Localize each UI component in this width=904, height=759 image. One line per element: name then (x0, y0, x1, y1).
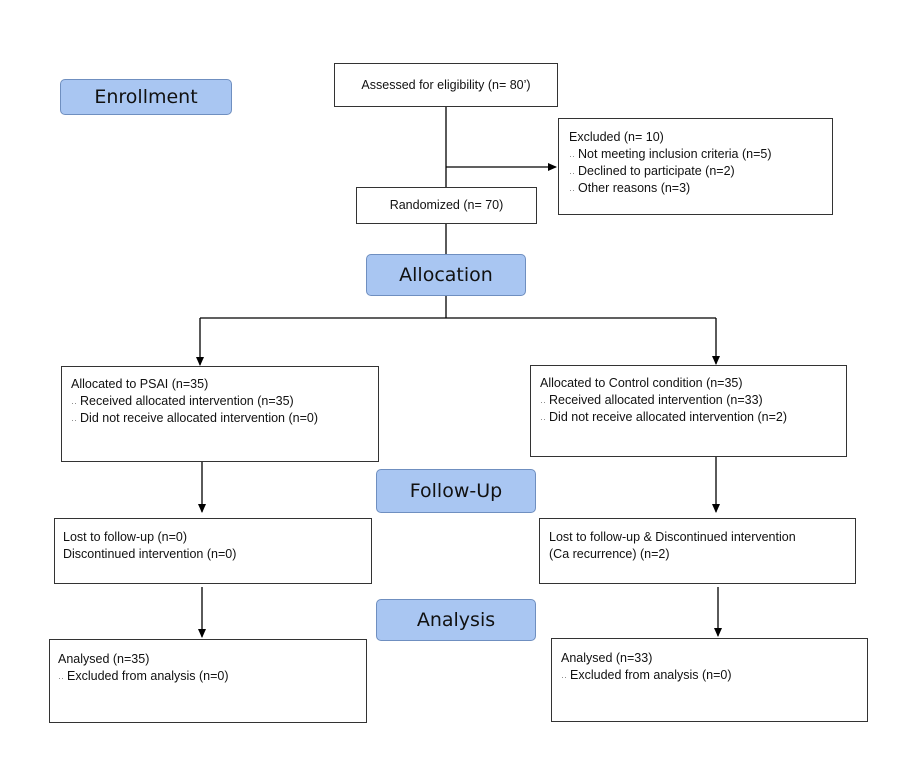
stage-allocation: Allocation (366, 254, 526, 296)
stage-enrollment: Enrollment (60, 79, 232, 115)
right-followup-box: Lost to follow-up & Discontinued interve… (539, 518, 856, 584)
right-analysis-box: Analysed (n=33) ‥Excluded from analysis … (551, 638, 868, 722)
randomized-box: Randomized (n= 70) (356, 187, 537, 224)
right-analysis-title: Analysed (n=33) (561, 651, 653, 665)
right-allocated-item: ‥Received allocated intervention (n=33) (540, 393, 763, 407)
bullet-icon: ‥ (569, 149, 576, 159)
right-followup-line: Lost to follow-up & Discontinued interve… (549, 530, 796, 544)
stage-analysis-label: Analysis (416, 609, 496, 631)
stage-allocation-label: Allocation (399, 264, 493, 286)
left-analysis-title: Analysed (n=35) (58, 652, 150, 666)
excluded-title: Excluded (n= 10) (569, 130, 664, 144)
stage-follow-up: Follow-Up (376, 469, 536, 513)
left-followup-box: Lost to follow-up (n=0) Discontinued int… (54, 518, 372, 584)
right-allocated-item: ‥Did not receive allocated intervention … (540, 410, 787, 424)
left-analysis-box: Analysed (n=35) ‥Excluded from analysis … (49, 639, 367, 723)
stage-enrollment-label: Enrollment (94, 86, 198, 108)
bullet-icon: ‥ (561, 670, 568, 680)
left-allocated-box: Allocated to PSAI (n=35) ‥Received alloc… (61, 366, 379, 462)
bullet-icon: ‥ (58, 671, 65, 681)
left-allocated-item: ‥Received allocated intervention (n=35) (71, 394, 294, 408)
right-allocated-box: Allocated to Control condition (n=35) ‥R… (530, 365, 847, 457)
left-followup-line: Lost to follow-up (n=0) (63, 530, 188, 544)
left-allocated-title: Allocated to PSAI (n=35) (71, 377, 209, 391)
right-allocated-title: Allocated to Control condition (n=35) (540, 376, 743, 390)
left-allocated-item: ‥Did not receive allocated intervention … (71, 411, 318, 425)
right-analysis-item: ‥Excluded from analysis (n=0) (561, 668, 732, 682)
bullet-icon: ‥ (71, 396, 78, 406)
excluded-box: Excluded (n= 10) ‥Not meeting inclusion … (558, 118, 833, 215)
bullet-icon: ‥ (71, 413, 78, 423)
stage-analysis: Analysis (376, 599, 536, 641)
stage-follow-up-label: Follow-Up (409, 480, 503, 502)
excluded-item: ‥Not meeting inclusion criteria (n=5) (569, 147, 772, 161)
left-followup-line: Discontinued intervention (n=0) (63, 547, 237, 561)
excluded-item: ‥Declined to participate (n=2) (569, 164, 735, 178)
assessed-box: Assessed for eligibility (n= 80’) (334, 63, 558, 107)
right-followup-line: (Ca recurrence) (n=2) (549, 547, 670, 561)
excluded-item: ‥Other reasons (n=3) (569, 181, 691, 195)
bullet-icon: ‥ (569, 166, 576, 176)
left-analysis-item: ‥Excluded from analysis (n=0) (58, 669, 229, 683)
bullet-icon: ‥ (569, 183, 576, 193)
randomized-text: Randomized (n= 70) (389, 198, 504, 212)
bullet-icon: ‥ (540, 395, 547, 405)
bullet-icon: ‥ (540, 412, 547, 422)
assessed-text: Assessed for eligibility (n= 80’) (361, 77, 531, 92)
